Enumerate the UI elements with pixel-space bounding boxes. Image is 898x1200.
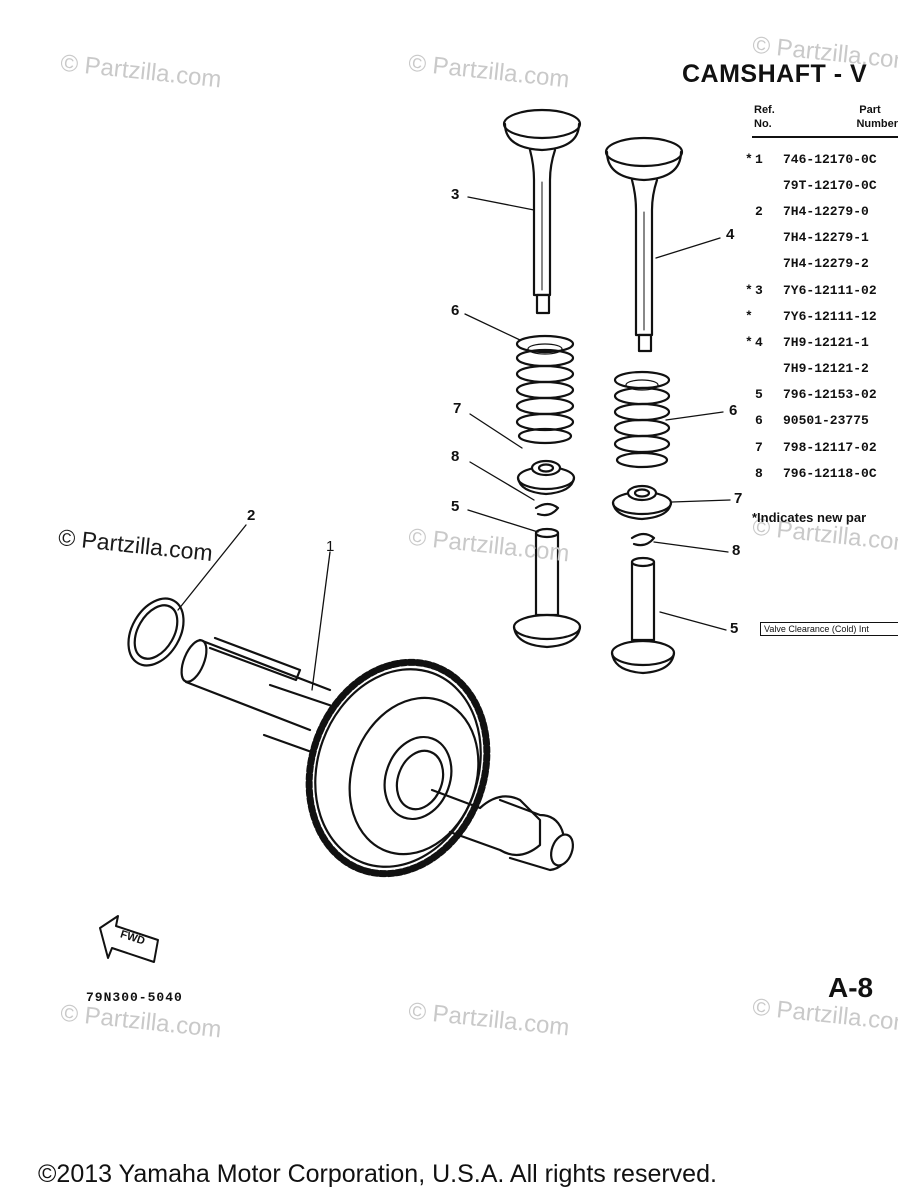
callout-5-left: 5 — [451, 498, 460, 515]
retainer-7-right — [611, 484, 673, 521]
cotter-8-left — [534, 502, 560, 517]
table-header-part: Part Number — [856, 104, 898, 130]
table-row: 7H4-12279-1 — [783, 230, 869, 245]
leader-lines — [177, 196, 731, 691]
callout-7-right: 7 — [734, 490, 743, 507]
callout-6-left: 6 — [451, 302, 460, 319]
callout-6-right: 6 — [729, 402, 738, 419]
retainer-7-left — [516, 459, 576, 496]
page-title: CAMSHAFT - V — [682, 60, 868, 88]
valve-3 — [502, 108, 582, 315]
callout-8-left: 8 — [451, 448, 460, 465]
table-row: *7Y6-12111-12 — [745, 309, 877, 324]
camshaft-1 — [180, 636, 574, 878]
table-header-ref: Ref. No. — [754, 104, 775, 130]
table-row: 7H4-12279-2 — [783, 256, 869, 271]
callout-3: 3 — [451, 186, 460, 203]
table-row: 7H9-12121-2 — [783, 361, 869, 376]
diagram-code: 79N300-5040 — [86, 990, 183, 1005]
spring-6-right — [613, 370, 671, 469]
table-rule — [752, 136, 898, 138]
fwd-arrow — [99, 915, 159, 963]
lifter-5-left — [512, 527, 582, 649]
spring-6-left — [515, 334, 575, 445]
table-row: 79T-12170-0C — [783, 178, 877, 193]
cotter-8-right — [630, 532, 656, 547]
callout-8-right: 8 — [732, 542, 741, 559]
callout-2: 2 — [247, 507, 256, 524]
copyright-footer: ©2013 Yamaha Motor Corporation, U.S.A. A… — [38, 1160, 717, 1188]
new-part-note: *Indicates new par — [752, 510, 867, 525]
callout-5-right: 5 — [730, 620, 739, 637]
lifter-5-right — [610, 556, 676, 675]
valve-clearance-box: Valve Clearance (Cold) Int — [760, 622, 898, 636]
valve-4 — [604, 136, 684, 353]
page-number: A-8 — [828, 972, 874, 1003]
callout-7-left: 7 — [453, 400, 462, 417]
ring-2 — [127, 597, 185, 667]
callout-1: 1 — [326, 538, 335, 555]
callout-4: 4 — [726, 226, 735, 243]
